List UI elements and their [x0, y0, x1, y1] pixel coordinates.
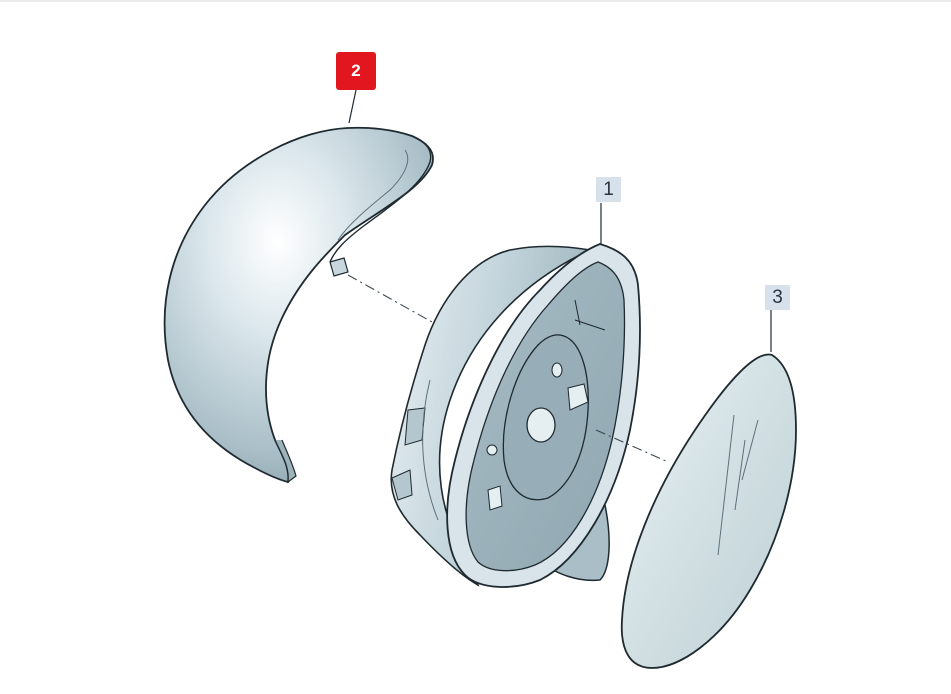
part-1-mirror-housing[interactable] — [390, 243, 641, 588]
callout-part-1[interactable]: 1 — [596, 177, 621, 202]
part-3-mirror-glass[interactable] — [620, 353, 797, 669]
callout-part-2-selected[interactable]: 2 — [336, 52, 376, 90]
top-divider — [0, 0, 951, 2]
callout-part-3[interactable]: 3 — [765, 285, 790, 310]
callout-2-leader — [348, 89, 357, 124]
part-2-mirror-cap[interactable] — [163, 126, 434, 484]
